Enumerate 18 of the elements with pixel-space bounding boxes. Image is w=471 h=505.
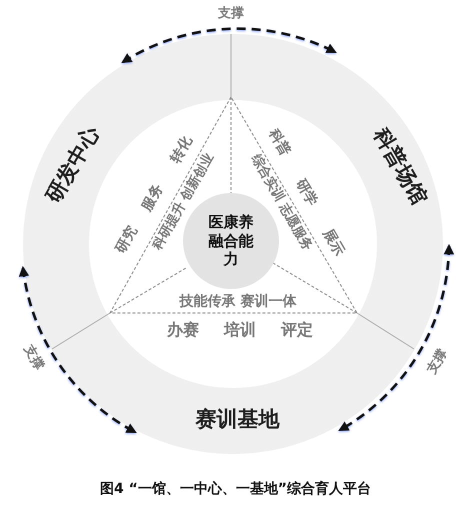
function-label: 研学: [292, 177, 320, 209]
function-label: 培训: [224, 321, 256, 339]
figure-caption: 图4 “一馆、一中心、一基地”综合育人平台: [98, 480, 372, 498]
function-label: 办赛: [167, 321, 199, 339]
sector-title: 赛训基地: [196, 408, 280, 432]
function-label: 展示: [319, 227, 347, 259]
dashed-arrow: [121, 28, 337, 64]
dashed-arrow: [19, 266, 137, 434]
function-label: 评定: [281, 321, 313, 339]
function-label: 研究: [113, 224, 141, 256]
function-label: 转化: [168, 134, 196, 166]
edge-label: 支撑: [217, 6, 245, 22]
dashed-arrow: [338, 244, 454, 432]
function-label: 服务: [139, 182, 166, 214]
function-label: 科普: [266, 127, 293, 159]
function-label: 技能传承 赛训一体: [180, 294, 296, 310]
sector-title: 科普场馆: [369, 124, 431, 210]
sector-title: 研发中心: [42, 122, 104, 208]
